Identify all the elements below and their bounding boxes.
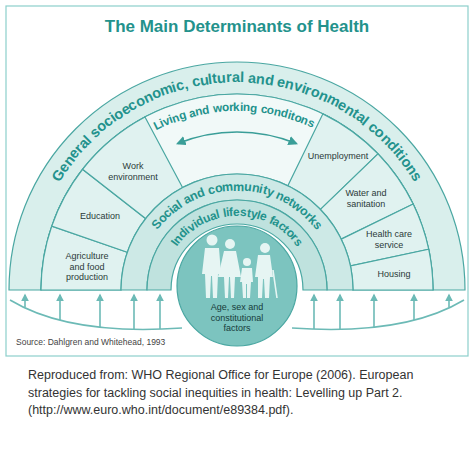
letter: l [240, 69, 244, 86]
sector-outline [350, 249, 433, 290]
up-arrow [133, 295, 135, 329]
sector-label: Unemployment [308, 151, 369, 162]
letter: w [212, 101, 223, 116]
letter: a [232, 69, 240, 86]
letter: m [233, 179, 244, 194]
diagram-title: The Main Determinants of Health [0, 17, 474, 37]
swoop-line [10, 300, 182, 329]
up-arrow [448, 295, 450, 307]
up-arrow [159, 295, 161, 329]
source-note: Source: Dahlgren and Whitehead, 1993 [16, 337, 165, 347]
up-arrow [373, 295, 375, 327]
letter: k [233, 100, 240, 114]
letter: u [217, 70, 227, 88]
letter: o [221, 100, 229, 114]
sector-label: Health care service [364, 229, 414, 250]
sector-box: Health care service [339, 202, 431, 268]
letter: e [233, 205, 240, 219]
up-arrow [413, 295, 415, 320]
letter: d [263, 71, 274, 90]
letter: g [250, 100, 258, 115]
band-outline [41, 94, 433, 290]
letter: n [243, 100, 251, 114]
sector-label: Water and sanitation [341, 188, 391, 209]
figure-caption: Reproduced from: WHO Regional Office for… [28, 367, 458, 420]
letter: i [240, 100, 244, 114]
figure-head [243, 258, 251, 266]
swoop-line [292, 300, 464, 329]
figure-head [225, 239, 235, 249]
up-arrow [339, 295, 341, 329]
band-ring: Individual lifestyle factors [145, 198, 329, 292]
circle-outline [177, 226, 297, 346]
band-ring: Social and community networks [119, 172, 355, 292]
figure-frame [6, 6, 468, 356]
center-label: Age, sex and constitutional factors [197, 302, 277, 334]
sector-label: Work environment [105, 161, 161, 182]
sector-label: Education [80, 211, 120, 222]
letter: r [226, 69, 232, 87]
up-arrow [313, 295, 315, 329]
up-arrow [99, 295, 101, 327]
sector-label: Agriculture and food production [59, 251, 115, 283]
sector-label: Housing [377, 269, 410, 280]
letter: r [229, 100, 234, 114]
letter: d [201, 102, 210, 117]
letter: f [229, 205, 234, 220]
up-arrow [59, 295, 61, 320]
band-label: Social and community networks [119, 172, 355, 292]
sector-box: Housing [348, 247, 435, 292]
sector-box: Agriculture and food production [39, 224, 130, 292]
center-circle: Age, sex and constitutional factors [176, 225, 298, 347]
letter: m [221, 179, 233, 195]
band-label: Individual lifestyle factors [145, 198, 329, 292]
figure-head [207, 235, 218, 246]
up-arrow [24, 295, 26, 307]
figure-head [260, 243, 270, 253]
